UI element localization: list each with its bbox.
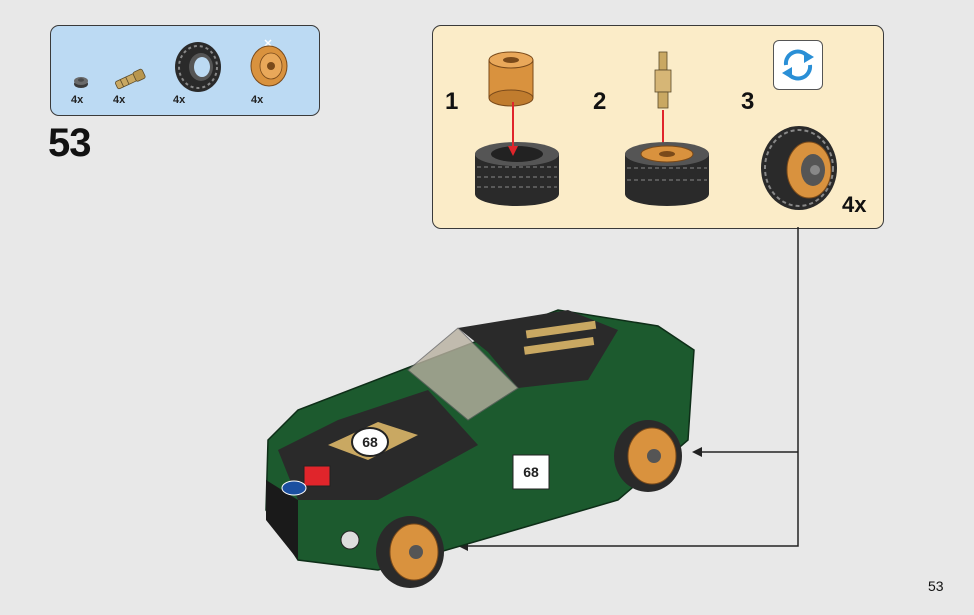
axle-pin-icon <box>654 51 672 109</box>
part-qty: 4x <box>173 94 186 106</box>
wheel-icon <box>625 142 709 206</box>
step2-illustration <box>625 51 709 206</box>
axle-pin-icon <box>115 68 146 90</box>
part-qty: 4x <box>251 94 264 106</box>
sub-step-number: 2 <box>593 88 607 115</box>
step1-illustration <box>475 51 559 206</box>
tire-icon <box>475 142 559 206</box>
side-number-decal: 68 <box>523 464 539 480</box>
sub-assembly-panel: 1 2 3 <box>432 25 884 229</box>
wheel-rim-icon <box>250 39 288 87</box>
round-plate-icon <box>74 77 88 88</box>
page-number: 53 <box>928 578 944 594</box>
wheel-rim-icon <box>488 51 534 107</box>
sub-step-number: 3 <box>741 88 755 115</box>
car-illustration: 68 68 <box>265 309 695 588</box>
rotate-arrows-icon <box>773 40 823 90</box>
part-qty: 4x <box>71 94 84 106</box>
part-qty: 4x <box>113 94 126 106</box>
hood-number-decal: 68 <box>362 434 378 450</box>
sub-assembly-multiplier: 4x <box>842 192 867 217</box>
step-number: 53 <box>48 121 91 165</box>
red-arrow-icon <box>508 102 518 156</box>
parts-list-panel: 4x 4x 4x 4x <box>50 25 320 116</box>
finished-wheel-icon <box>761 126 837 210</box>
tire-icon <box>175 42 221 92</box>
sub-step-number: 1 <box>445 88 459 115</box>
